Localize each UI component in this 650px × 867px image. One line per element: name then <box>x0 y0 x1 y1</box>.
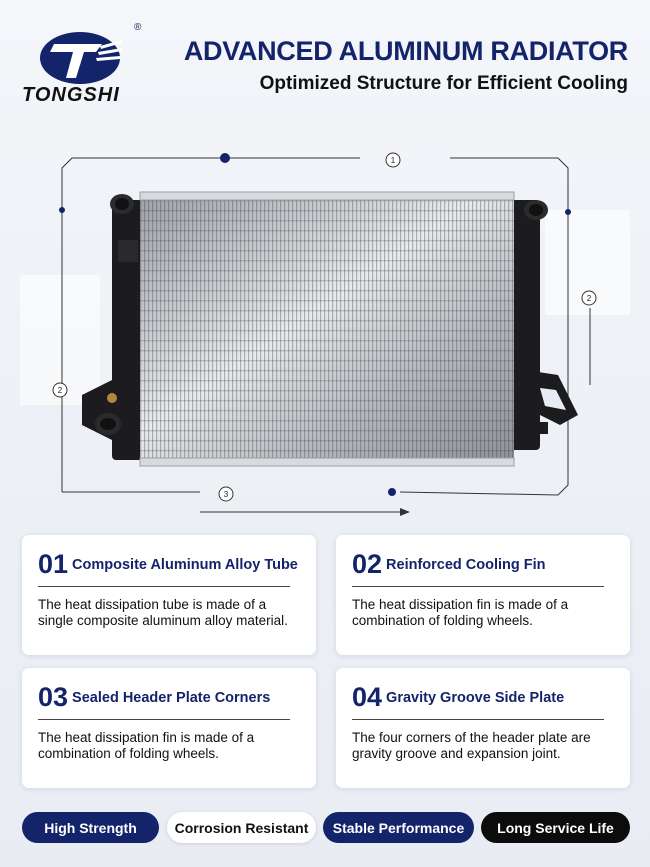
top-header-plate <box>139 191 515 201</box>
feature-number: 04 <box>352 682 383 712</box>
feature-title: Sealed Header Plate Corners <box>72 689 271 706</box>
callout-label: 1 <box>391 156 396 165</box>
cooling-tubes <box>140 198 514 460</box>
callout-label: 2 <box>58 386 63 395</box>
divider <box>352 586 604 587</box>
callout-label: 3 <box>224 490 229 499</box>
brand-logo: ® TONGSHI <box>22 22 144 112</box>
divider <box>38 719 290 720</box>
feature-number: 03 <box>38 682 69 712</box>
tongshi-logo-icon <box>40 32 122 84</box>
divider <box>38 586 290 587</box>
feature-title: Reinforced Cooling Fin <box>386 556 546 573</box>
radiator-diagram: 1 2 2 3 <box>20 152 630 516</box>
badge-stable-performance: Stable Performance <box>323 812 474 843</box>
right-tank <box>510 200 578 450</box>
badge-corrosion-resistant: Corrosion Resistant <box>167 812 316 843</box>
badge-long-service-life: Long Service Life <box>481 812 630 843</box>
divider <box>352 719 604 720</box>
feature-title: Gravity Groove Side Plate <box>386 689 565 706</box>
callout-circle <box>218 486 234 502</box>
brand-name: TONGSHI <box>22 84 120 106</box>
marker-dot <box>388 488 396 496</box>
page-title: ADVANCED ALUMINUM RADIATOR <box>183 36 628 66</box>
feature-description: The heat dissipation tube is made of a s… <box>38 597 288 628</box>
bottom-header-plate <box>139 457 515 467</box>
marker-dot <box>565 209 571 215</box>
feature-number: 01 <box>38 549 69 579</box>
feature-description: The heat dissipation fin is made of a co… <box>352 597 569 628</box>
marker-dot <box>220 153 230 163</box>
marker-dot <box>59 207 65 213</box>
feature-description: The four corners of the header plate are… <box>352 730 591 761</box>
callout-circle <box>52 382 68 398</box>
callout-label: 2 <box>587 294 592 303</box>
left-tank <box>82 194 144 460</box>
callout-circle <box>385 152 401 168</box>
arrow-icon <box>400 508 410 516</box>
badge-high-strength: High Strength <box>22 812 159 843</box>
feature-description: The heat dissipation fin is made of a co… <box>38 730 255 761</box>
callout-circle <box>581 290 597 306</box>
feature-title: Composite Aluminum Alloy Tube <box>72 556 298 573</box>
feature-number: 02 <box>352 549 383 579</box>
registered-mark: ® <box>134 22 142 33</box>
page-subtitle: Optimized Structure for Efficient Coolin… <box>259 73 628 94</box>
